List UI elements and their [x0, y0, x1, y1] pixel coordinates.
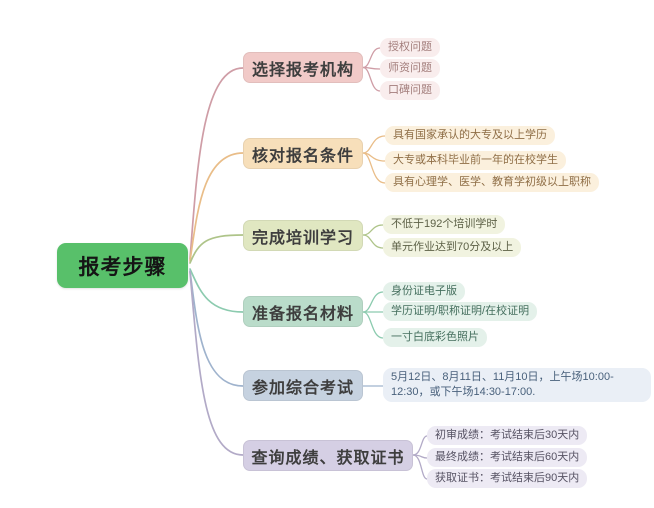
subtopic-line — [412, 454, 428, 480]
subtopic[interactable]: 具有国家承认的大专及以上学历 — [385, 126, 555, 145]
subtopic-line — [362, 234, 384, 249]
branch-topic-prepare-materials[interactable]: 准备报名材料 — [243, 296, 363, 327]
subtopic-line — [362, 152, 386, 184]
subtopic[interactable]: 一寸白底彩色照片 — [383, 328, 487, 347]
branch-line — [189, 152, 244, 262]
subtopic[interactable]: 获取证书：考试结束后90天内 — [427, 469, 588, 488]
subtopic[interactable]: 不低于192个培训学时 — [383, 215, 506, 234]
branch-topic-take-exam[interactable]: 参加综合考试 — [243, 370, 363, 401]
subtopic[interactable]: 最终成绩：考试结束后60天内 — [427, 448, 588, 467]
branch-line — [189, 270, 244, 387]
branch-topic-choose-institution[interactable]: 选择报考机构 — [243, 52, 363, 83]
branch-topic-complete-training[interactable]: 完成培训学习 — [243, 220, 363, 251]
subtopic-line — [362, 311, 384, 339]
subtopic[interactable]: 师资问题 — [380, 59, 440, 78]
branch-line — [189, 268, 244, 313]
subtopic-line — [362, 291, 384, 313]
subtopic-line — [362, 135, 386, 154]
subtopic[interactable]: 大专或本科毕业前一年的在校学生 — [385, 151, 566, 170]
subtopic[interactable]: 授权问题 — [380, 38, 440, 57]
branch-topic-get-certificate[interactable]: 查询成绩、获取证书 — [243, 440, 413, 471]
subtopic[interactable]: 口碑问题 — [380, 81, 440, 100]
subtopic[interactable]: 5月12日、8月11日、11月10日，上午场10:00-12:30，或下午场14… — [383, 368, 651, 402]
subtopic[interactable]: 单元作业达到70分及以上 — [383, 238, 522, 257]
subtopic[interactable]: 具有心理学、医学、教育学初级以上职称 — [385, 173, 599, 192]
subtopic-line — [362, 224, 384, 236]
subtopic-line — [362, 66, 381, 92]
subtopic[interactable]: 身份证电子版 — [383, 282, 465, 301]
branch-line — [189, 67, 244, 260]
subtopic[interactable]: 学历证明/职称证明/在校证明 — [383, 302, 538, 321]
branch-line — [189, 234, 244, 264]
root-topic[interactable]: 报考步骤 — [57, 243, 188, 288]
subtopic[interactable]: 初审成绩：考试结束后30天内 — [427, 426, 588, 445]
subtopic-line — [362, 47, 381, 69]
subtopic-line — [412, 435, 428, 456]
branch-topic-check-conditions[interactable]: 核对报名条件 — [243, 138, 363, 169]
branch-line — [189, 271, 244, 456]
